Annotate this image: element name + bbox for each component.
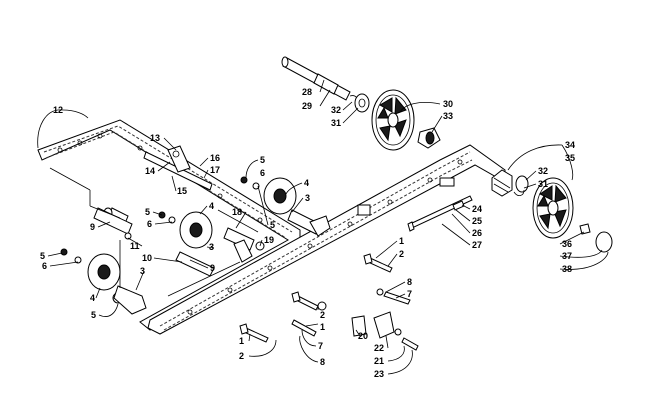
callout-31: 31 bbox=[331, 118, 341, 128]
callout-26: 26 bbox=[472, 228, 482, 238]
callout-36: 36 bbox=[562, 239, 572, 249]
callout-32: 32 bbox=[331, 105, 341, 115]
idler-wheels bbox=[60, 176, 297, 291]
callout-38: 38 bbox=[562, 264, 572, 274]
callout-20: 20 bbox=[358, 331, 368, 341]
callout-5e: 5 bbox=[91, 310, 96, 320]
callout-19: 19 bbox=[264, 235, 274, 245]
callout-33: 33 bbox=[443, 111, 453, 121]
callout-6c: 6 bbox=[42, 261, 47, 271]
callout-6: 6 bbox=[260, 168, 265, 178]
callout-4b: 4 bbox=[209, 201, 214, 211]
callout-31b: 31 bbox=[538, 179, 548, 189]
callout-3b: 3 bbox=[209, 242, 214, 252]
callout-30: 30 bbox=[443, 99, 453, 109]
callout-16: 16 bbox=[210, 153, 220, 163]
callout-5: 5 bbox=[260, 155, 265, 165]
callout-2b: 2 bbox=[320, 310, 325, 320]
callout-1b: 1 bbox=[239, 336, 244, 346]
callout-3c: 3 bbox=[140, 266, 145, 276]
callout-37: 37 bbox=[562, 251, 572, 261]
right-slide-rail bbox=[147, 144, 506, 335]
callout-13: 13 bbox=[150, 133, 160, 143]
callout-7: 7 bbox=[407, 289, 412, 299]
callout-34: 34 bbox=[565, 140, 575, 150]
callout-18: 18 bbox=[232, 207, 242, 217]
callout-17: 17 bbox=[210, 165, 220, 175]
callout-3: 3 bbox=[305, 193, 310, 203]
callout-1c: 1 bbox=[320, 322, 325, 332]
callout-4c: 4 bbox=[90, 293, 95, 303]
upper-idler-assembly bbox=[281, 56, 441, 151]
callout-2: 2 bbox=[399, 249, 404, 259]
callout-35: 35 bbox=[565, 153, 575, 163]
callout-5d: 5 bbox=[40, 251, 45, 261]
callout-8: 8 bbox=[407, 277, 412, 287]
callout-28: 28 bbox=[302, 87, 312, 97]
callout-21: 21 bbox=[374, 356, 384, 366]
callout-5c: 5 bbox=[145, 207, 150, 217]
callout-27: 27 bbox=[472, 240, 482, 250]
callout-14: 14 bbox=[145, 166, 155, 176]
callout-25: 25 bbox=[472, 216, 482, 226]
callout-23: 23 bbox=[374, 369, 384, 379]
callout-8b: 8 bbox=[320, 357, 325, 367]
callout-4: 4 bbox=[304, 178, 309, 188]
callout-2c: 2 bbox=[239, 351, 244, 361]
callout-15: 15 bbox=[177, 186, 187, 196]
callout-24: 24 bbox=[472, 204, 482, 214]
callout-labels: 12 13 14 15 16 17 5 6 4 3 5 18 19 5 6 4 … bbox=[40, 87, 575, 379]
callout-9: 9 bbox=[90, 222, 95, 232]
callout-22: 22 bbox=[374, 343, 384, 353]
leader-lines bbox=[37, 79, 609, 375]
fasteners bbox=[239, 253, 419, 351]
callout-11: 11 bbox=[130, 241, 140, 251]
callout-1: 1 bbox=[399, 236, 404, 246]
callout-7b: 7 bbox=[318, 341, 323, 351]
rear-wheel-assembly bbox=[407, 169, 613, 253]
callout-32b: 32 bbox=[538, 166, 548, 176]
callout-12: 12 bbox=[53, 105, 63, 115]
axles-and-brackets bbox=[49, 167, 331, 315]
callout-5b: 5 bbox=[270, 220, 275, 230]
callout-10: 10 bbox=[142, 253, 152, 263]
callout-29: 29 bbox=[302, 101, 312, 111]
callout-9b: 9 bbox=[210, 263, 215, 273]
callout-6b: 6 bbox=[147, 219, 152, 229]
